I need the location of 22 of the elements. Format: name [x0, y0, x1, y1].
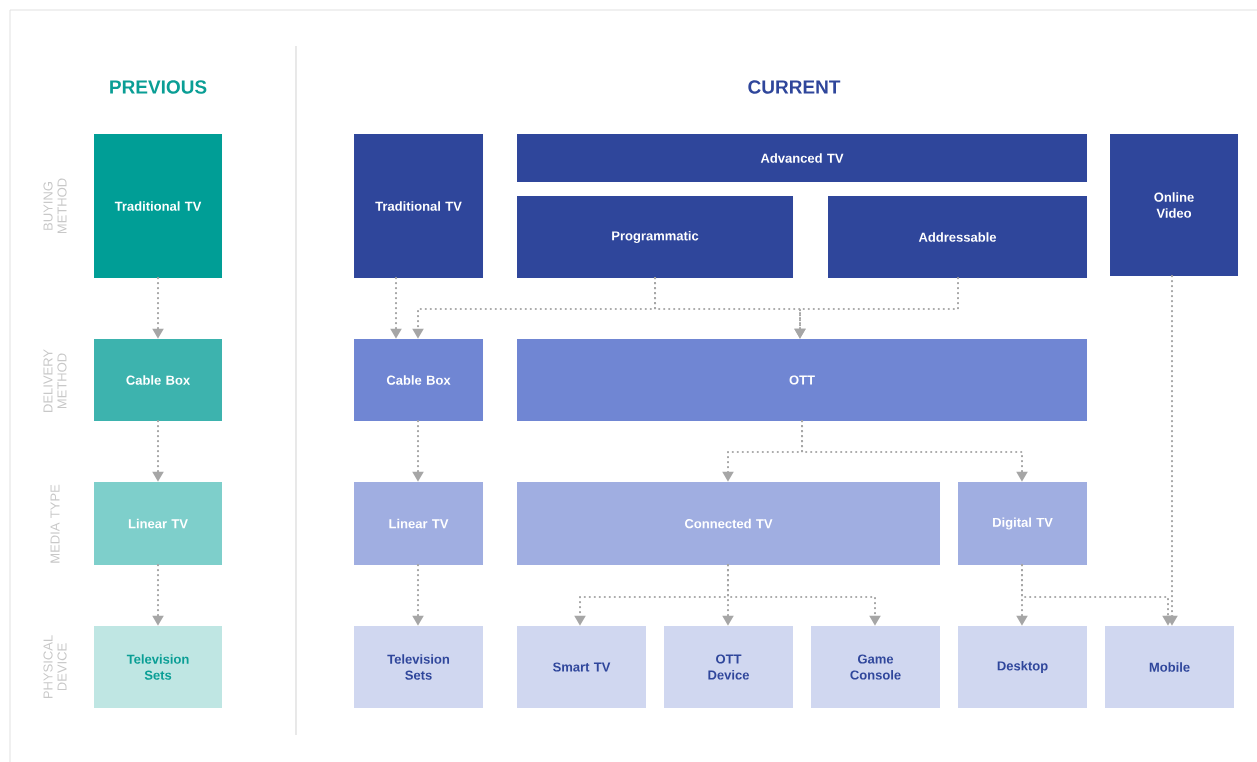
- box: Linear TV: [94, 482, 222, 565]
- box: Television Sets: [354, 626, 483, 708]
- box: Digital TV: [958, 482, 1087, 565]
- heading: CURRENT: [748, 80, 841, 94]
- box: Traditional TV: [94, 134, 222, 278]
- box: Online Video: [1110, 134, 1238, 276]
- box: OTT Device: [664, 626, 793, 708]
- box: OTT: [517, 339, 1087, 421]
- box: Programmatic: [517, 196, 793, 278]
- box: Linear TV: [354, 482, 483, 565]
- box: Smart TV: [517, 626, 646, 708]
- box: Advanced TV: [517, 134, 1087, 182]
- box: Television Sets: [94, 626, 222, 708]
- box: Traditional TV: [354, 134, 483, 278]
- box: Connected TV: [517, 482, 940, 565]
- box: Addressable: [828, 196, 1087, 278]
- box: Mobile: [1105, 626, 1234, 708]
- box: Cable Box: [94, 339, 222, 421]
- box: Game Console: [811, 626, 940, 708]
- heading: PREVIOUS: [110, 80, 207, 94]
- box: Cable Box: [354, 339, 483, 421]
- box: Desktop: [958, 626, 1087, 708]
